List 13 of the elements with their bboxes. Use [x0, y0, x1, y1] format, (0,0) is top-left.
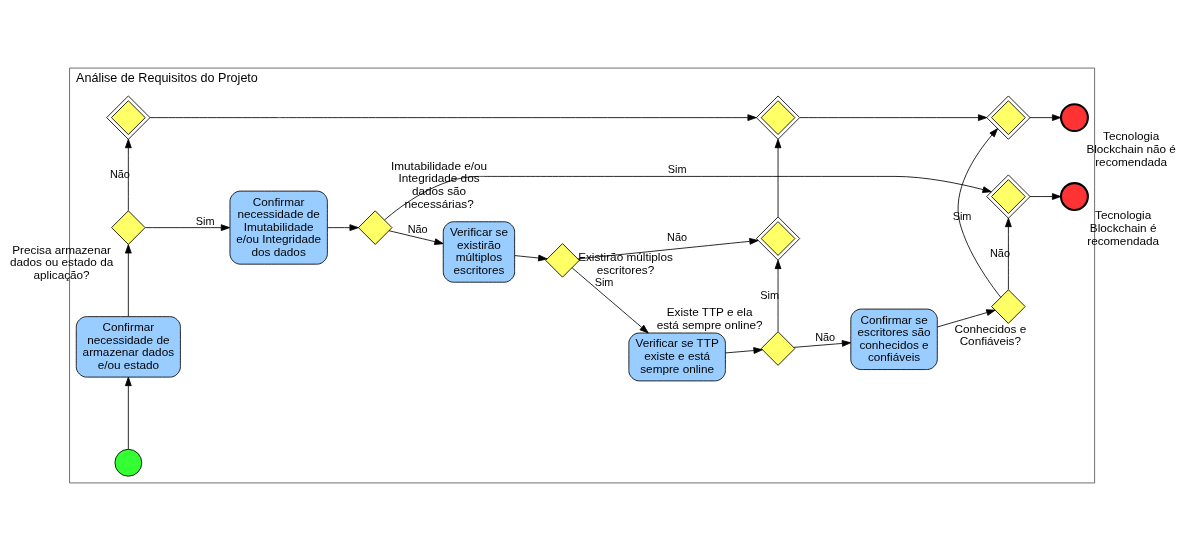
- edge-label: Sim: [952, 210, 972, 223]
- edge-label: Sim: [195, 214, 215, 227]
- node-label: Conhecidos e Confiáveis?: [954, 321, 1027, 348]
- edge-label: Sim: [594, 275, 614, 288]
- node-label: Existe TTP e ela está sempre online?: [656, 304, 763, 331]
- edge-label: Não: [667, 231, 688, 244]
- edge-label: Não: [815, 331, 836, 344]
- node-label: Tecnologia Blockchain não é recomendada: [1086, 129, 1176, 168]
- edge-label: Sim: [760, 288, 780, 301]
- node-label: Tecnologia Blockchain é recomendada: [1087, 208, 1160, 247]
- edge-label: Sim: [667, 163, 687, 176]
- node-label: Precisa armazenar dados ou estado da aplicação?: [9, 242, 114, 282]
- edge-label: Não: [407, 223, 428, 236]
